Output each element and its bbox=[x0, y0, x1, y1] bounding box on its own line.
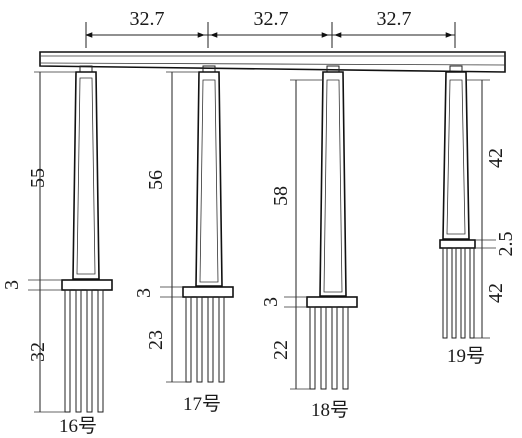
pier-id-label: 19号 bbox=[447, 346, 485, 367]
pile bbox=[342, 306, 349, 390]
pier-column-inner bbox=[199, 79, 219, 283]
column-height-label: 42 bbox=[485, 148, 507, 168]
pier-id-label: 16号 bbox=[59, 416, 97, 437]
span-label-3: 32.7 bbox=[377, 8, 412, 30]
piles bbox=[185, 296, 225, 383]
span-dimensions: 32.7 32.7 32.7 bbox=[85, 8, 456, 48]
pile bbox=[86, 289, 93, 413]
pier-column-inner bbox=[323, 79, 343, 293]
column-height-label: 55 bbox=[27, 168, 49, 188]
pile bbox=[469, 247, 475, 339]
pier-column bbox=[72, 71, 100, 280]
pier-19: 42 2.5 42 19号 bbox=[439, 65, 517, 367]
pier-column bbox=[319, 71, 347, 297]
pier-id-label: 17号 bbox=[183, 394, 221, 415]
pile bbox=[451, 247, 457, 339]
piles bbox=[309, 306, 349, 390]
pile bbox=[460, 247, 466, 339]
pier-id-label: 18号 bbox=[311, 400, 349, 421]
deck-soffit-line bbox=[39, 62, 506, 66]
pile bbox=[97, 289, 104, 413]
column-height-label: 56 bbox=[145, 170, 167, 190]
pile bbox=[64, 289, 71, 413]
pile-cap bbox=[182, 286, 234, 298]
pile-length-label: 42 bbox=[485, 283, 507, 303]
pile bbox=[196, 296, 203, 383]
bridge-deck bbox=[39, 51, 506, 73]
pile-cap bbox=[306, 296, 358, 308]
pile bbox=[442, 247, 448, 339]
pier-18: 58 3 22 18号 bbox=[260, 65, 358, 421]
pier-column bbox=[442, 71, 470, 240]
pile bbox=[320, 306, 327, 390]
pile-length-label: 22 bbox=[270, 340, 292, 360]
span-label-1: 32.7 bbox=[130, 8, 165, 30]
pile bbox=[309, 306, 316, 390]
pier-16: 55 3 32 16号 bbox=[1, 65, 113, 437]
pile-length-label: 32 bbox=[27, 342, 49, 362]
pile bbox=[185, 296, 192, 383]
cap-height-label: 3 bbox=[133, 288, 155, 298]
pile bbox=[218, 296, 225, 383]
cap-height-label: 3 bbox=[1, 280, 23, 290]
piles bbox=[64, 289, 104, 413]
column-height-label: 58 bbox=[270, 186, 292, 206]
pile-cap bbox=[61, 279, 113, 291]
pile-cap bbox=[439, 239, 476, 249]
deck-outline bbox=[39, 51, 506, 73]
pier-column-inner bbox=[76, 77, 96, 275]
pier-column bbox=[195, 71, 223, 287]
piles bbox=[442, 247, 475, 339]
cap-height-label: 3 bbox=[260, 297, 282, 307]
pier-17: 56 3 23 17号 bbox=[133, 65, 234, 415]
pile bbox=[331, 306, 338, 390]
pier-column-inner bbox=[446, 79, 466, 235]
cap-height-label: 2.5 bbox=[495, 232, 517, 257]
pile-length-label: 23 bbox=[145, 330, 167, 350]
pile bbox=[207, 296, 214, 383]
pile bbox=[75, 289, 82, 413]
span-label-2: 32.7 bbox=[254, 8, 289, 30]
